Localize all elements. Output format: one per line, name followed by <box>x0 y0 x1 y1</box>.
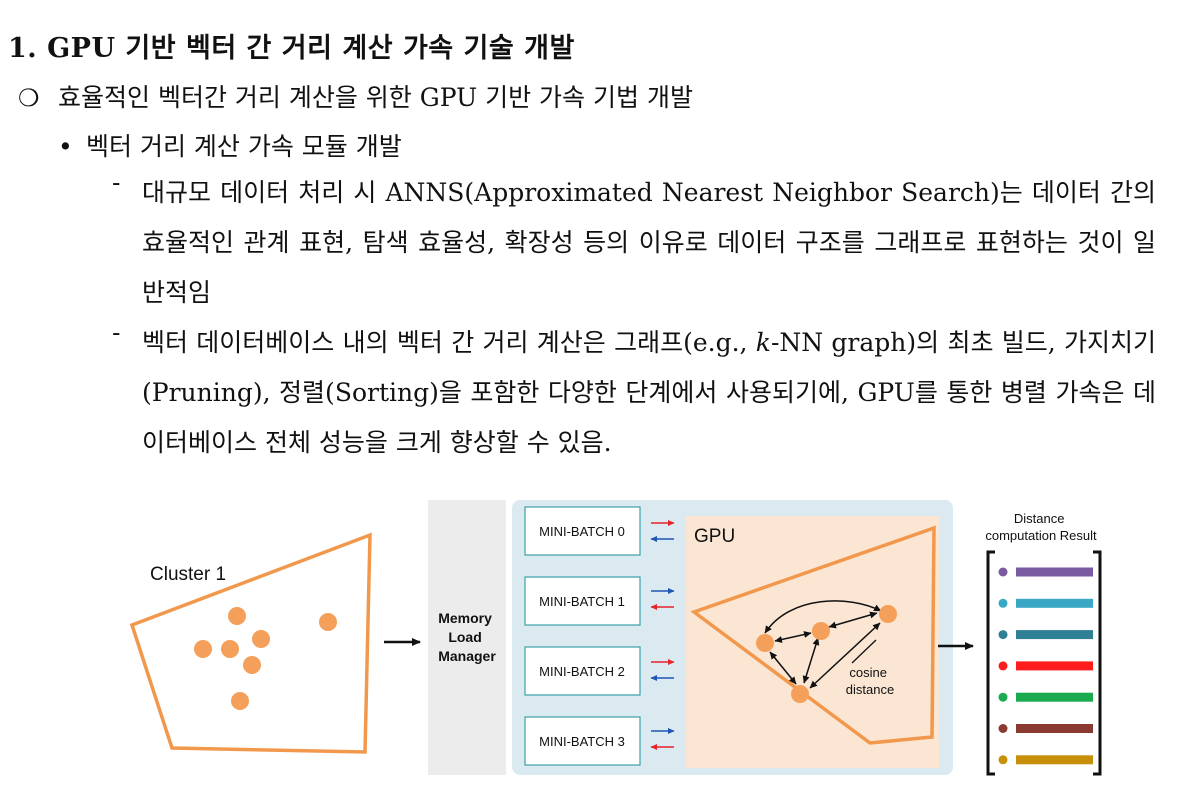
cluster-node <box>194 640 212 658</box>
transfer-arrows <box>650 520 675 750</box>
result-bar <box>1016 661 1093 671</box>
gpu-area <box>686 516 939 768</box>
cluster-nodes <box>194 607 337 710</box>
result-rows <box>998 567 1093 765</box>
result-row <box>998 630 1093 640</box>
manager-line-3: Manager <box>438 648 496 664</box>
dash-item-2-italic: k <box>755 328 771 357</box>
result-row <box>998 567 1093 577</box>
result-bar <box>1016 567 1093 577</box>
gpu-node <box>879 605 897 623</box>
dash-item-2-part2: -NN graph)의 최초 빌드, 가지치기(Pruning), 정렬(Sor… <box>142 328 1156 457</box>
gpu-cluster-shape <box>690 525 936 745</box>
dash-item-1: - 대규모 데이터 처리 시 ANNS(Approximated Nearest… <box>112 168 1156 318</box>
mini-batch-2: MINI-BATCH 2 <box>524 646 641 696</box>
mini-batch-0: MINI-BATCH 0 <box>524 506 641 556</box>
dash-item-2: - 벡터 데이터베이스 내의 벡터 간 거리 계산은 그래프(e.g., k-N… <box>112 318 1156 468</box>
result-line-1: Distance <box>1014 511 1065 526</box>
result-line-2: computation Result <box>985 528 1097 543</box>
mini-batch-3-label: MINI-BATCH 3 <box>539 734 625 749</box>
edge-line-1: cosine <box>849 665 887 680</box>
mini-batch-1-label: MINI-BATCH 1 <box>539 594 625 609</box>
dash-item-1-text: 대규모 데이터 처리 시 ANNS(Approximated Nearest N… <box>142 178 1156 307</box>
circle-bullet-icon: ❍ <box>18 84 40 112</box>
dash-item-2-text: 벡터 데이터베이스 내의 벡터 간 거리 계산은 그래프(e.g., k-NN … <box>142 318 1156 468</box>
level1-item: ❍ 효율적인 벡터간 거리 계산을 위한 GPU 기반 가속 기법 개발 <box>18 78 693 114</box>
result-dot <box>998 724 1008 733</box>
mini-batch-0-label: MINI-BATCH 0 <box>539 524 625 539</box>
level2-text: 벡터 거리 계산 가속 모듈 개발 <box>86 132 402 161</box>
result-row <box>998 724 1093 733</box>
result-row <box>998 661 1093 671</box>
dot-bullet-icon: • <box>58 132 73 161</box>
result-bar <box>1016 692 1093 702</box>
cluster-node <box>252 630 270 648</box>
result-row <box>998 755 1093 765</box>
result-bar <box>1016 630 1093 640</box>
cosine-distance-label: cosine distance <box>846 665 894 697</box>
mini-batch-3: MINI-BATCH 3 <box>524 716 641 766</box>
result-dot <box>998 567 1008 577</box>
result-row <box>998 598 1093 608</box>
level2-item: • 벡터 거리 계산 가속 모듈 개발 <box>58 127 402 163</box>
level1-text: 효율적인 벡터간 거리 계산을 위한 GPU 기반 가속 기법 개발 <box>58 83 693 112</box>
result-bar <box>1016 755 1093 765</box>
gpu-pipeline-figure: Cluster 1 Memory Load Manager MINI-BATCH… <box>129 500 1102 776</box>
dash-bullet-icon: - <box>112 168 121 197</box>
dash-item-2-part1: 벡터 데이터베이스 내의 벡터 간 거리 계산은 그래프(e.g., <box>142 328 756 357</box>
section-heading: 1. GPU 기반 벡터 간 거리 계산 가속 기술 개발 <box>8 33 575 64</box>
cluster-node <box>228 607 246 625</box>
result-row <box>998 692 1093 702</box>
cluster-node <box>243 656 261 674</box>
result-bar <box>1016 724 1093 733</box>
result-title: Distance computation Result <box>985 511 1097 543</box>
cluster-node <box>231 692 249 710</box>
cluster-shape <box>129 532 372 754</box>
mini-batch-1: MINI-BATCH 1 <box>524 576 641 626</box>
result-bar <box>1016 598 1093 608</box>
distance-edges <box>764 600 882 689</box>
gpu-label: GPU <box>694 526 735 547</box>
memory-load-manager-box <box>428 500 506 775</box>
result-right-bracket <box>1093 550 1102 776</box>
edge-line-2: distance <box>846 682 894 697</box>
cluster-node <box>221 640 239 658</box>
result-dot <box>998 755 1008 765</box>
gpu-node <box>756 634 774 652</box>
manager-line-2: Load <box>448 629 481 645</box>
result-left-bracket <box>986 550 995 776</box>
gpu-nodes <box>756 605 897 703</box>
gpu-node <box>791 685 809 703</box>
result-dot <box>998 630 1008 640</box>
cluster-node <box>319 613 337 631</box>
cluster-label: Cluster 1 <box>150 564 226 585</box>
manager-line-1: Memory <box>438 610 492 626</box>
mini-batch-2-label: MINI-BATCH 2 <box>539 664 625 679</box>
manager-label: Memory Load Manager <box>438 610 496 664</box>
result-dot <box>998 598 1008 608</box>
dash-bullet-icon: - <box>112 318 121 347</box>
result-dot <box>998 661 1008 671</box>
result-dot <box>998 692 1008 702</box>
gpu-node <box>812 622 830 640</box>
